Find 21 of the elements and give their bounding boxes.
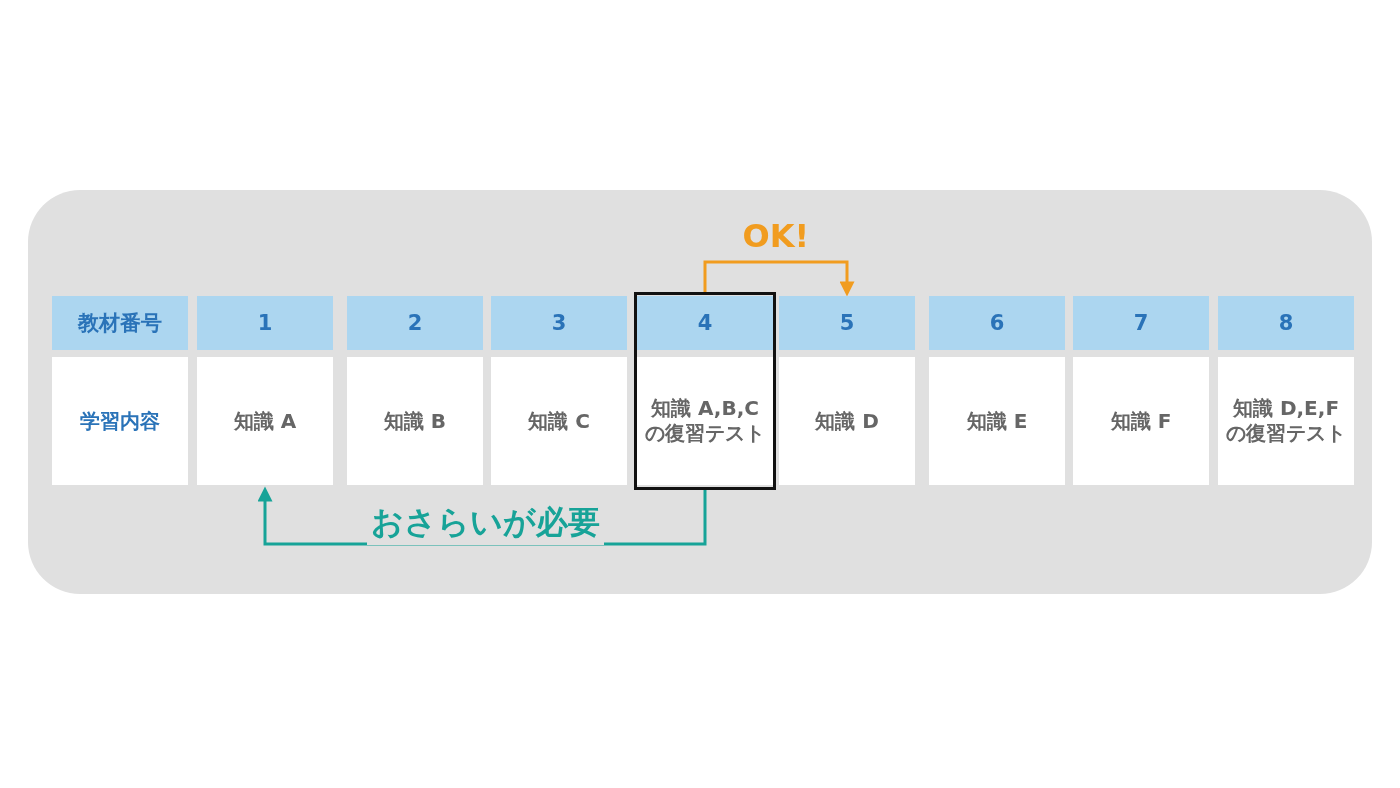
header-cell: 3 [491,296,627,350]
header-cell: 8 [1218,296,1354,350]
content-cell: 知識 A [197,357,333,485]
content-cell: 知識 B [347,357,483,485]
header-cell: 2 [347,296,483,350]
header-cell: 教材番号 [52,296,188,350]
content-cell: 知識 A,B,Cの復習テスト [637,357,773,485]
content-cell: 知識 C [491,357,627,485]
header-cell: 7 [1073,296,1209,350]
arrow [257,486,707,546]
content-cell: 学習内容 [52,357,188,485]
content-cell: 知識 D,E,Fの復習テスト [1218,357,1354,485]
content-cell: 知識 F [1073,357,1209,485]
content-cell: 知識 E [929,357,1065,485]
arrow [703,260,855,297]
header-cell: 5 [779,296,915,350]
highlight-frame [634,292,776,490]
header-cell: 6 [929,296,1065,350]
content-cell: 知識 D [779,357,915,485]
header-cell: 4 [637,296,773,350]
header-cell: 1 [197,296,333,350]
